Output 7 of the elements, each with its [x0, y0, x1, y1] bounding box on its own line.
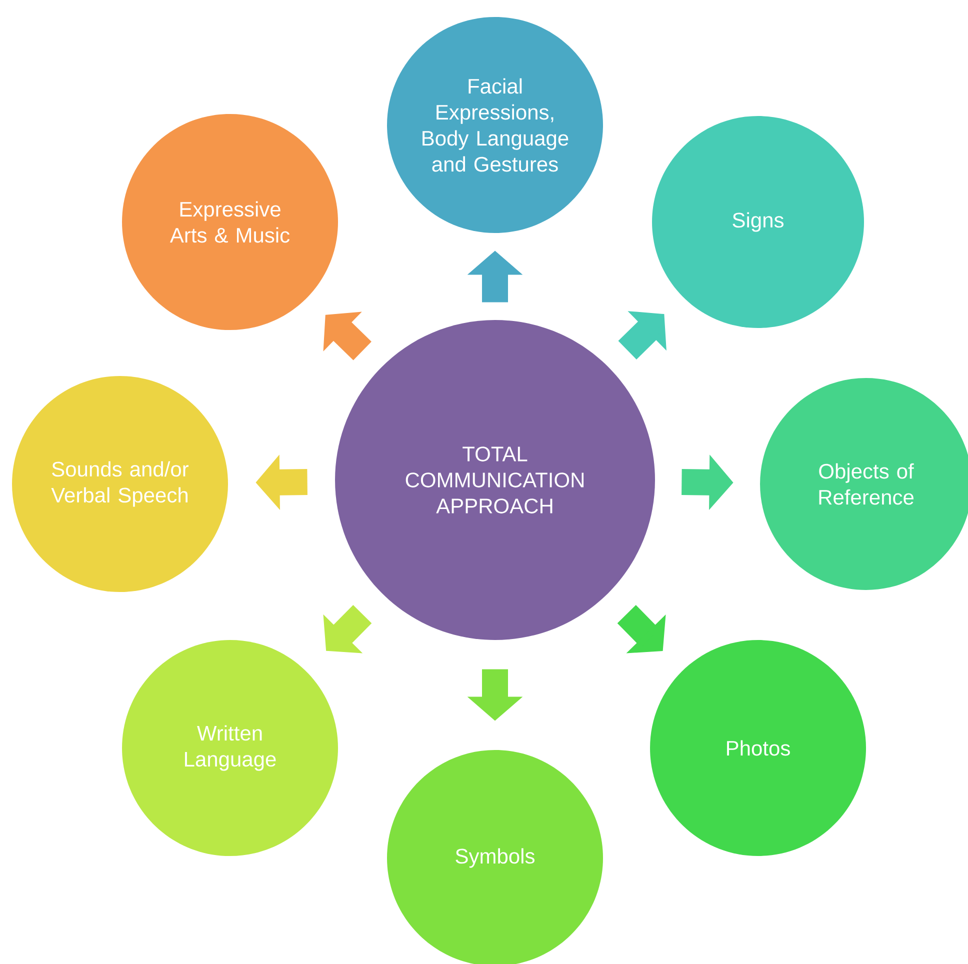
circle-node: Expressive Arts & Music	[122, 114, 338, 330]
circle-node: Sounds and/or Verbal Speech	[12, 376, 228, 592]
circle-node: Facial Expressions, Body Language and Gestures	[387, 17, 603, 233]
circle-node: Photos	[650, 640, 866, 856]
circle-node: Signs	[652, 116, 864, 328]
circle-node: TOTAL COMMUNICATION APPROACH	[335, 320, 655, 640]
circle-node: Written Language	[122, 640, 338, 856]
